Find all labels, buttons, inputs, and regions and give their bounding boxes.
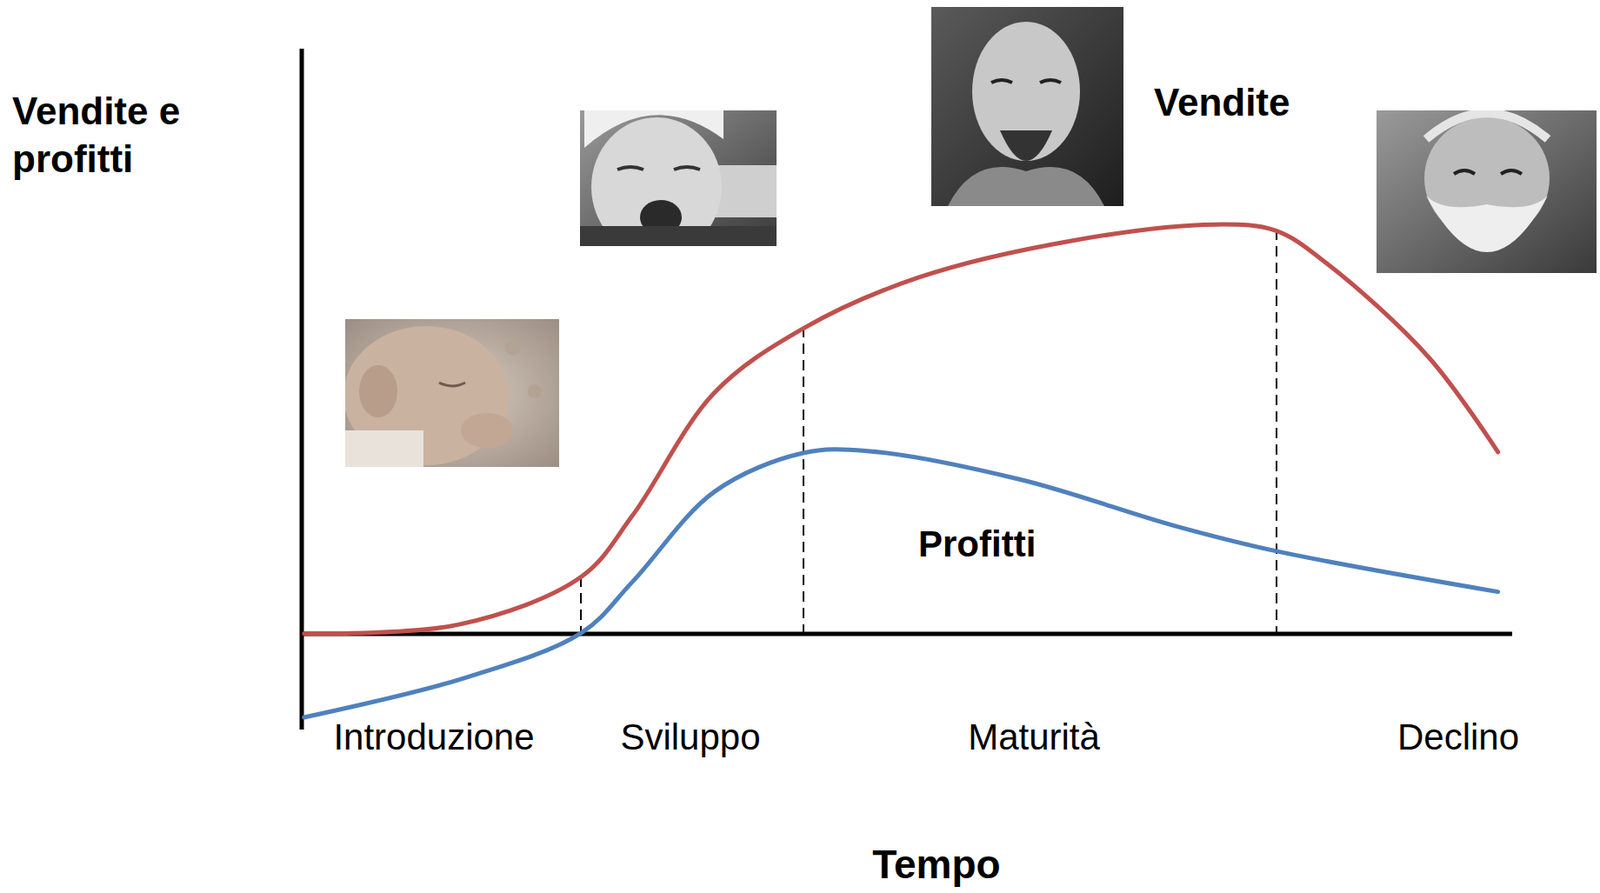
x-axis [300,632,1513,637]
y-axis [300,48,305,730]
phase-label: Sviluppo [620,714,760,761]
phase-label: Declino [1397,714,1520,761]
curves [304,224,1499,718]
phase-label: Maturità [967,714,1100,761]
profit-curve [304,449,1499,718]
yawning-photo [580,110,777,247]
phase-label: Introduzione [333,714,534,761]
curve-label: Vendite [1153,78,1291,127]
axis-title: Vendite e profitti [12,86,247,183]
bald-man-photo [931,6,1124,207]
axis-title: Tempo [872,840,1000,891]
old-man-photo [1376,110,1597,274]
baby-photo [345,319,560,467]
sales-curve [304,224,1499,634]
curve-label: Profitti [918,521,1036,568]
